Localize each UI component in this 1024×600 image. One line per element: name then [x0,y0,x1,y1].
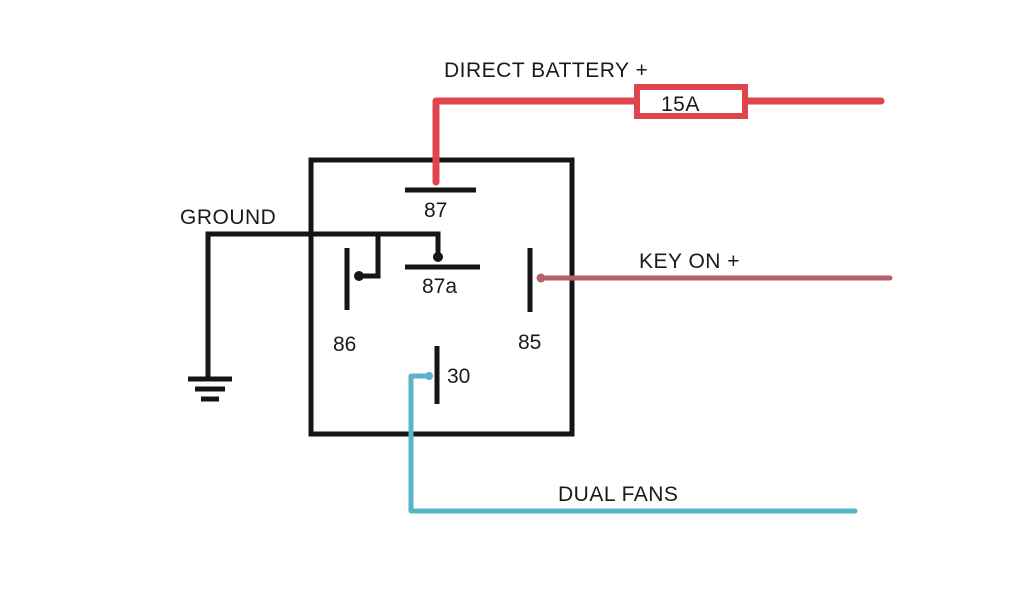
relay-body [308,157,575,437]
fans-wire [408,372,858,514]
ground-symbol-icon [188,376,232,402]
pin-30-label: 30 [447,365,470,388]
battery-wire [432,84,885,186]
ground-label: GROUND [180,206,276,229]
pin-85-label: 85 [518,331,541,354]
key-on-wire [536,273,893,283]
pin-87a-label: 87a [422,275,457,298]
dual-fans-label: DUAL FANS [558,483,678,506]
key-on-label: KEY ON + [639,250,740,273]
ground-wire [205,231,443,380]
fuse-icon [634,84,748,119]
pin-86-label: 86 [333,333,356,356]
fuse-label: 15A [661,93,700,116]
direct-battery-label: DIRECT BATTERY + [444,59,648,82]
pin-87-label: 87 [424,199,447,222]
